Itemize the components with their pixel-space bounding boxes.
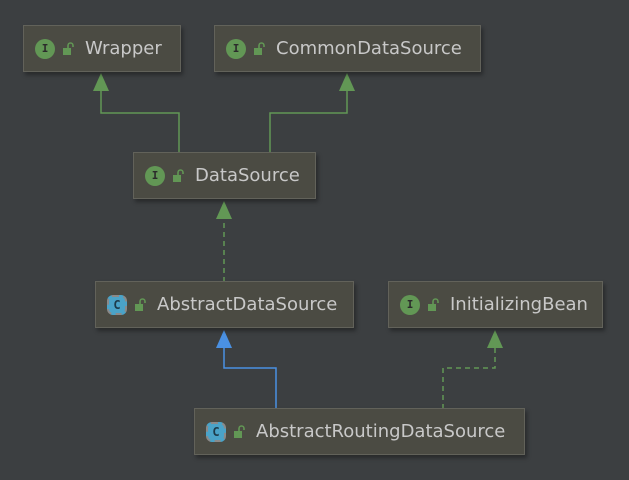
interface-icon: I [400,294,420,315]
abstract-class-icon: C [107,294,127,315]
edge-abstractdatasource-datasource [216,201,232,282]
public-lock-icon [254,41,265,55]
node-abstractdatasource[interactable]: C AbstractDataSource [95,281,354,328]
public-lock-icon [173,168,184,182]
node-label: AbstractDataSource [157,294,338,315]
node-commondatasource[interactable]: I CommonDataSource [214,25,481,72]
public-lock-icon [135,297,146,311]
node-label: DataSource [195,165,300,186]
interface-icon: I [226,38,246,59]
edge-abstractrouting-abstractdatasource [216,330,277,409]
node-wrapper[interactable]: I Wrapper [23,25,181,72]
public-lock-icon [428,297,439,311]
node-label: CommonDataSource [276,38,462,59]
node-initializingbean[interactable]: I InitializingBean [388,281,603,328]
interface-icon: I [35,38,55,59]
edge-datasource-commondatasource [269,73,355,152]
node-datasource[interactable]: I DataSource [133,152,316,199]
node-label: AbstractRoutingDataSource [256,421,506,442]
public-lock-icon [63,41,74,55]
public-lock-icon [234,424,245,438]
node-abstractroutingdatasource[interactable]: C AbstractRoutingDataSource [194,408,525,455]
abstract-class-icon: C [206,421,226,442]
edge-datasource-wrapper [93,73,180,152]
node-label: InitializingBean [450,294,588,315]
edge-abstractrouting-initializingbean [442,330,503,409]
interface-icon: I [145,165,165,186]
node-label: Wrapper [85,38,162,59]
